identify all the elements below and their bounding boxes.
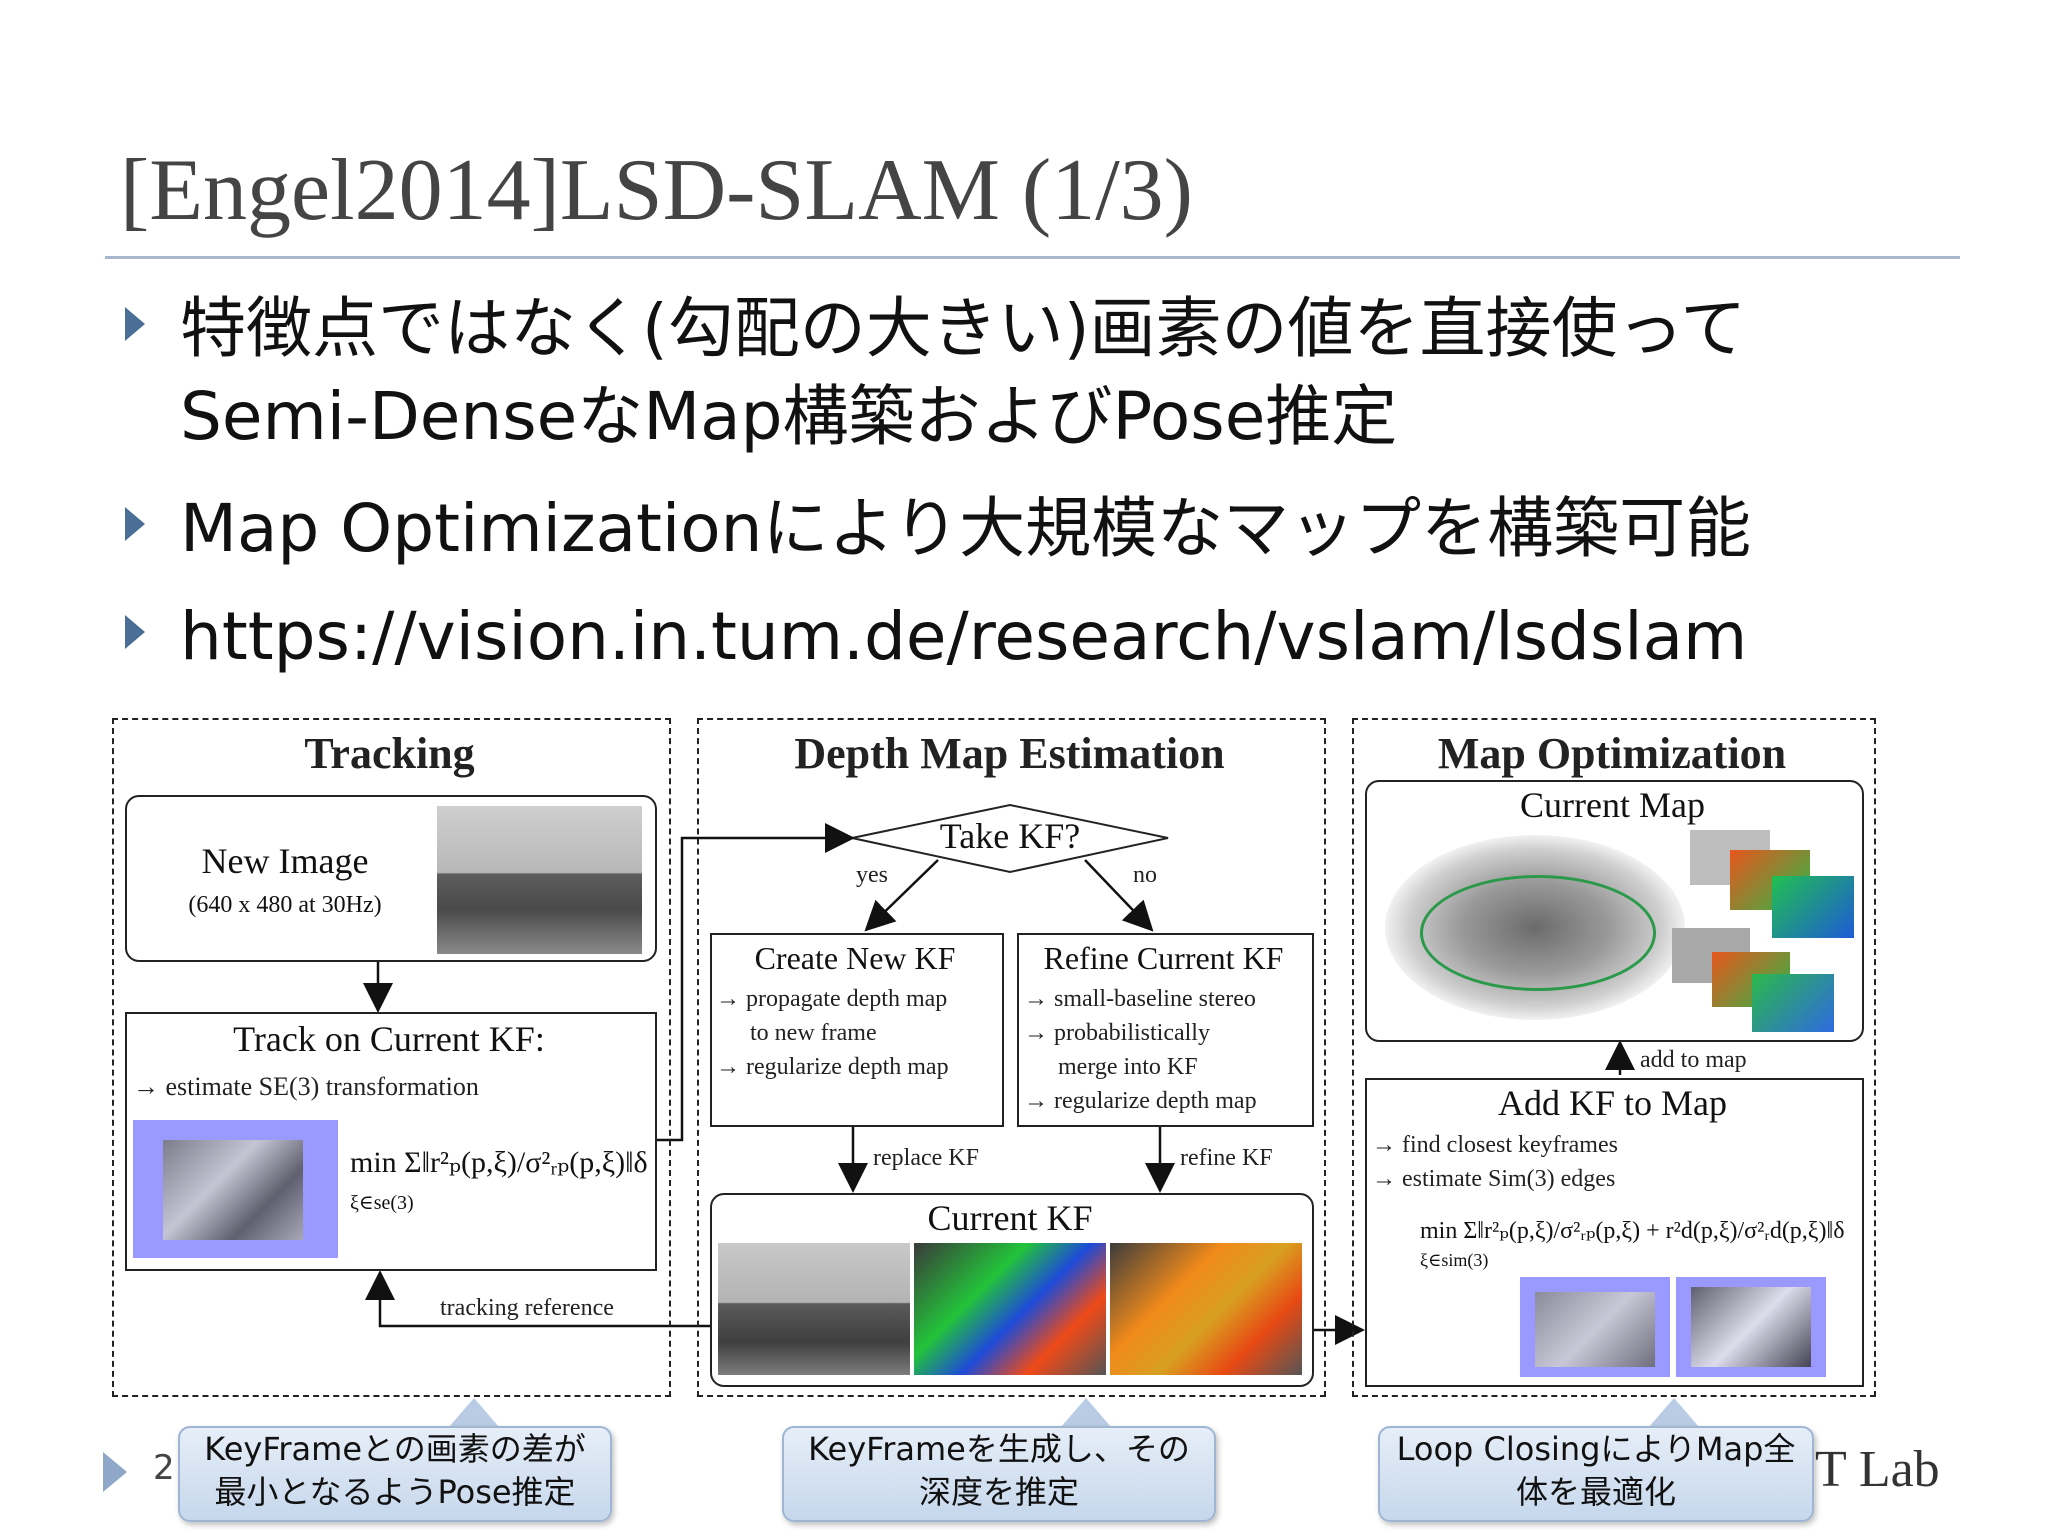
track-formula-sub: ξ∈se(3) <box>350 1192 414 1214</box>
depth-title: Depth Map Estimation <box>794 729 1225 778</box>
bullet-2: Map Optimizationにより大規模なマップを構築可能 <box>125 485 1925 575</box>
callout-tracking-line-2: 最小となるようPose推定 <box>214 1473 576 1511</box>
bullet-marker-icon <box>125 615 145 649</box>
depth-panel <box>697 718 1326 1397</box>
add-kf-depth-image-1 <box>1520 1277 1670 1377</box>
bullet-3-link[interactable]: https://vision.in.tum.de/research/vslam/… <box>180 598 1748 675</box>
current-kf-gray-image <box>718 1243 910 1375</box>
tracking-panel <box>112 718 671 1397</box>
refine-kf-line-1: → small-baseline stereo <box>1024 986 1256 1012</box>
bullet-marker-icon <box>125 507 145 541</box>
add-to-map-label: add to map <box>1640 1047 1747 1073</box>
current-kf-title: Current KF <box>927 1198 1093 1238</box>
new-image-spec: (640 x 480 at 30Hz) <box>188 892 382 918</box>
callout-mapopt-line-1: Loop ClosingによりMap全 <box>1396 1430 1796 1468</box>
mapopt-panel <box>1352 718 1876 1397</box>
footer-lab-name: T Lab <box>1815 1441 1940 1498</box>
arrow-yes <box>864 859 939 932</box>
bullet-2-text: Map Optimizationにより大規模なマップを構築可能 <box>180 490 1752 567</box>
refine-kf-title: Refine Current KF <box>1043 940 1284 976</box>
track-desc: → estimate SE(3) transformation <box>133 1072 479 1101</box>
callout-depth-line-2: 深度を推定 <box>918 1473 1079 1511</box>
refine-kf-line-2: → probabilistically <box>1024 1020 1210 1046</box>
create-kf-line-1: → propagate depth map <box>716 986 948 1012</box>
callout-mapopt-line-2: 体を最適化 <box>1515 1473 1676 1511</box>
map-keyframe-depth-2 <box>1772 876 1854 938</box>
arrow-no <box>1084 859 1154 932</box>
replace-kf-label: replace KF <box>873 1145 979 1171</box>
bullet-1-line-2: Semi-DenseなMap構築およびPose推定 <box>180 378 1398 455</box>
no-label: no <box>1133 862 1157 888</box>
add-kf-line-2: → estimate Sim(3) edges <box>1372 1166 1616 1192</box>
callout-tracking: KeyFrameとの画素の差が 最小となるようPose推定 <box>178 1426 612 1522</box>
trajectory-loop <box>1420 875 1656 991</box>
mapopt-title: Map Optimization <box>1437 729 1787 778</box>
arrow-track-to-decision <box>652 823 855 1142</box>
refine-kf-box <box>1017 933 1314 1127</box>
add-kf-depth-image-2 <box>1676 1277 1826 1377</box>
yes-label: yes <box>856 862 888 888</box>
callout-depth-line-1: KeyFrameを生成し、その <box>808 1430 1190 1468</box>
add-kf-formula: min Σ‖r²ₚ(p,ξ)/σ²ᵣₚ(p,ξ) + r²d(p,ξ)/σ²ᵣd… <box>1420 1218 1845 1244</box>
title-divider <box>105 256 1960 259</box>
current-kf-variance-image <box>1110 1243 1302 1375</box>
track-formula: min Σ‖r²ₚ(p,ξ)/σ²ᵣₚ(p,ξ)‖δ <box>350 1146 648 1179</box>
bullet-marker-icon <box>125 307 145 341</box>
callout-tracking-line-1: KeyFrameとの画素の差が <box>204 1430 586 1468</box>
track-depth-structure <box>163 1140 303 1240</box>
decision-diamond <box>851 803 1169 874</box>
track-depth-image <box>133 1120 338 1258</box>
new-image-label: New Image <box>201 841 369 881</box>
create-kf-title: Create New KF <box>754 940 956 976</box>
tracking-reference-label: tracking reference <box>440 1295 614 1321</box>
refine-kf-line-4: → regularize depth map <box>1024 1088 1257 1114</box>
add-kf-formula-sub: ξ∈sim(3) <box>1420 1250 1489 1270</box>
callout-pointer-3 <box>1648 1398 1700 1428</box>
add-kf-line-1: → find closest keyframes <box>1372 1132 1618 1158</box>
footer-marker-icon <box>103 1452 127 1492</box>
refine-kf-label: refine KF <box>1180 1145 1273 1171</box>
current-kf-depth-image <box>914 1243 1106 1375</box>
track-title: Track on Current KF: <box>233 1019 545 1059</box>
bullet-1-line-1: 特徴点ではなく(勾配の大きい)画素の値を直接使って <box>180 290 1747 367</box>
new-image-photo <box>437 806 642 954</box>
callout-pointer-1 <box>448 1398 500 1428</box>
decision-label: Take KF? <box>939 816 1081 856</box>
add-kf-title: Add KF to Map <box>1497 1083 1727 1123</box>
refine-kf-line-3: merge into KF <box>1058 1054 1198 1080</box>
bullet-3: https://vision.in.tum.de/research/vslam/… <box>125 593 1925 683</box>
callout-depth: KeyFrameを生成し、その 深度を推定 <box>782 1426 1216 1522</box>
callout-pointer-2 <box>1060 1398 1112 1428</box>
tracking-title: Tracking <box>304 729 475 778</box>
create-kf-line-2: to new frame <box>750 1020 877 1046</box>
create-kf-line-3: → regularize depth map <box>716 1054 949 1080</box>
map-keyframe-depth-4 <box>1752 974 1834 1032</box>
slide-title: [Engel2014]LSD-SLAM (1/3) <box>120 142 1193 239</box>
callout-mapopt: Loop ClosingによりMap全 体を最適化 <box>1378 1426 1814 1522</box>
current-map-title: Current Map <box>1520 785 1705 825</box>
bullet-1: 特徴点ではなく(勾配の大きい)画素の値を直接使って Semi-DenseなMap… <box>125 285 1925 465</box>
arrow-tracking-reference <box>365 1270 712 1328</box>
page-number: 2 <box>153 1448 175 1488</box>
create-kf-box <box>710 933 1004 1127</box>
